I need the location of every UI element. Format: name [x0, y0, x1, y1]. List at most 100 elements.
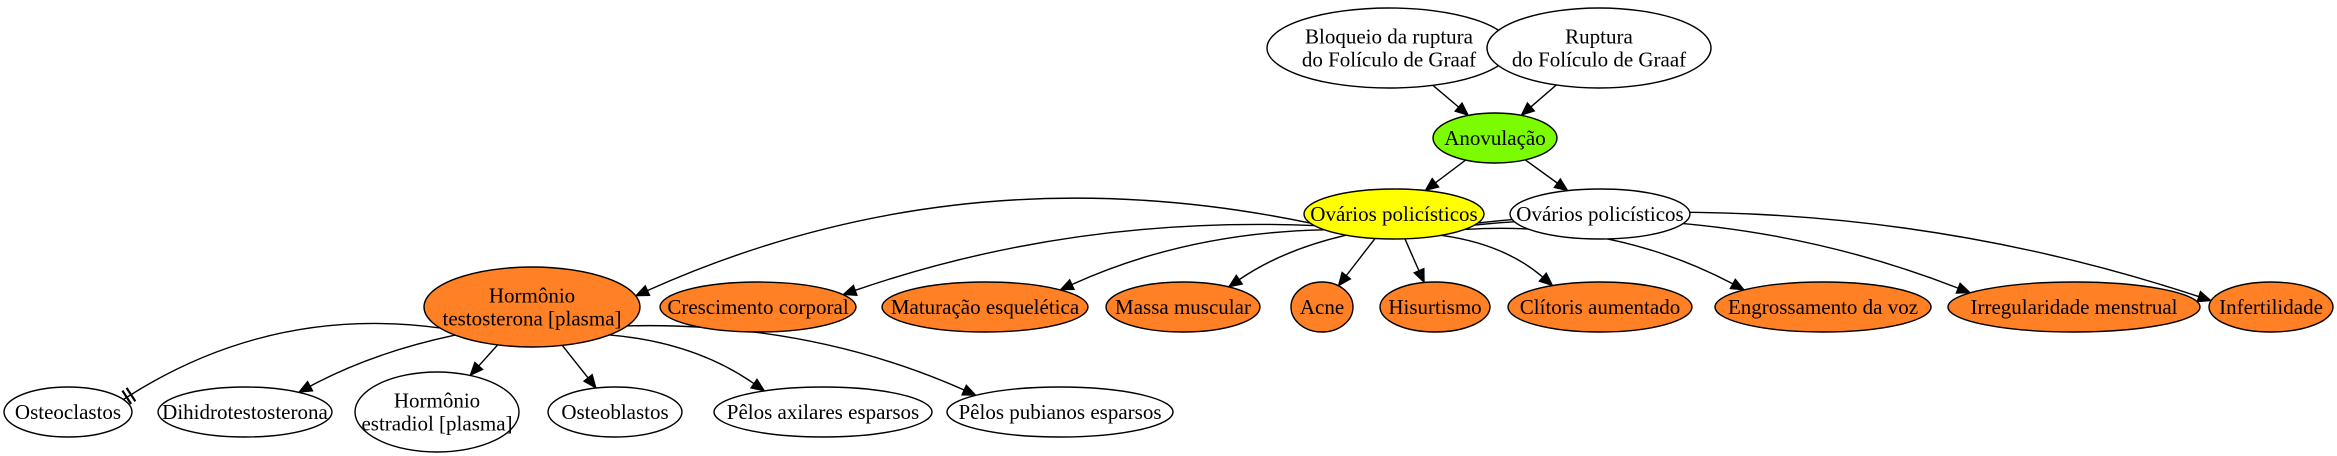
node-estradiol-label-line-1: estradiol [plasma] — [361, 412, 512, 436]
node-irregularidade-label-line-0: Irregularidade menstrual — [1971, 295, 2178, 319]
edge-bloqueio-to-anovulacao — [1432, 84, 1459, 108]
node-axilares-shape — [713, 386, 933, 438]
node-ruptura-label-line-0: Ruptura — [1565, 25, 1633, 49]
node-osteoclastos: Osteoclastos — [3, 386, 133, 438]
inhibition-mark-osteoclastos-1 — [125, 387, 137, 402]
node-infertilidade-shape — [2208, 281, 2334, 333]
arrowhead-estradiol — [469, 361, 484, 377]
node-pubianos-shape — [946, 386, 1174, 438]
node-acne-label-line-0: Acne — [1300, 295, 1344, 319]
node-crescimento: Crescimento corporal — [659, 281, 857, 333]
edge-anovulacao-to-ovarios_center — [1435, 159, 1467, 184]
edge-ovarios_center-to-acne — [1345, 237, 1376, 276]
node-anovulacao: Anovulação — [1432, 112, 1558, 164]
edge-ovarios_center-to-massa — [1239, 234, 1347, 281]
edge-testosterona-to-pubianos — [627, 324, 965, 391]
arrowhead-pubianos — [961, 384, 978, 396]
node-voz-shape — [1714, 281, 1932, 333]
node-osteoblastos-label-line-0: Osteoblastos — [561, 400, 668, 424]
edge-ovarios_center-to-crescimento — [855, 223, 1315, 291]
node-dihidro: Dihidrotestosterona — [157, 386, 333, 438]
arrowhead-acne — [1337, 271, 1352, 287]
arrowhead-osteoblastos — [582, 373, 597, 390]
node-ovarios_center: Ovários policísticos — [1303, 188, 1485, 240]
node-voz: Engrossamento da voz — [1714, 281, 1932, 333]
arrowhead-voz — [1729, 278, 1746, 291]
node-axilares-label-line-0: Pêlos axilares esparsos — [727, 400, 919, 424]
node-irregularidade: Irregularidade menstrual — [1947, 281, 2201, 333]
edge-testosterona-to-osteoblastos — [561, 344, 589, 379]
arrowhead-testosterona — [634, 284, 651, 297]
node-dihidro-shape — [157, 386, 333, 438]
node-hirsutismo: Hisurtismo — [1379, 281, 1491, 333]
edge-testosterona-to-estradiol — [478, 344, 499, 367]
arrowhead-hirsutismo — [1413, 267, 1425, 284]
node-anovulacao-shape — [1432, 112, 1558, 164]
node-crescimento-label-line-0: Crescimento corporal — [667, 295, 849, 319]
arrowhead-clitoris — [1538, 272, 1554, 287]
arrowhead-ovarios_center — [1424, 177, 1440, 192]
node-axilares: Pêlos axilares esparsos — [713, 386, 933, 438]
edge-testosterona-to-axilares — [609, 334, 755, 385]
edge-ovarios_center-to-clitoris — [1441, 234, 1544, 278]
node-irregularidade-shape — [1947, 281, 2201, 333]
edge-testosterona-to-dihidro — [309, 334, 456, 387]
node-ovarios_right-shape — [1509, 188, 1691, 240]
node-ruptura-shape — [1486, 7, 1712, 89]
node-infertilidade-label-line-0: Infertilidade — [2219, 295, 2323, 319]
node-testosterona-label-line-1: testosterona [plasma] — [442, 307, 621, 331]
edge-ovarios_center-to-testosterona — [647, 197, 1311, 292]
node-anovulacao-label-line-0: Anovulação — [1444, 126, 1545, 150]
node-estradiol-label-line-0: Hormônio — [394, 389, 480, 413]
node-ovarios_right-label-line-0: Ovários policísticos — [1516, 202, 1683, 226]
node-osteoblastos: Osteoblastos — [547, 386, 683, 438]
node-maturacao-shape — [881, 281, 1089, 333]
node-bloqueio-label-line-0: Bloqueio da ruptura — [1305, 25, 1474, 49]
arrowhead-anovulacao — [1454, 101, 1470, 117]
arrowhead-dihidro — [297, 380, 314, 393]
node-maturacao: Maturação esquelética — [881, 281, 1089, 333]
arrowhead-ovarios_right — [1553, 177, 1569, 192]
node-estradiol-shape — [354, 371, 520, 453]
inhibition-mark-osteoclastos-0 — [121, 390, 133, 405]
node-osteoclastos-label-line-0: Osteoclastos — [15, 400, 121, 424]
node-testosterona-shape — [423, 266, 641, 348]
edge-ruptura-to-anovulacao — [1530, 84, 1557, 108]
node-clitoris-shape — [1507, 281, 1693, 333]
node-ovarios_center-label-line-0: Ovários policísticos — [1310, 202, 1477, 226]
node-acne-shape — [1290, 281, 1354, 333]
node-dihidro-label-line-0: Dihidrotestosterona — [162, 400, 328, 424]
node-maturacao-label-line-0: Maturação esquelética — [891, 295, 1080, 319]
arrowhead-crescimento — [841, 284, 858, 297]
node-ovarios_right: Ovários policísticos — [1509, 188, 1691, 240]
node-voz-label-line-0: Engrossamento da voz — [1728, 295, 1918, 319]
edge-testosterona-to-osteoclastos — [123, 322, 440, 401]
edge-ovarios_center-to-maturacao — [1071, 229, 1325, 286]
node-hirsutismo-label-line-0: Hisurtismo — [1388, 295, 1481, 319]
node-ruptura-label-line-1: do Folículo de Graaf — [1512, 48, 1686, 72]
node-crescimento-shape — [659, 281, 857, 333]
node-massa: Massa muscular — [1105, 281, 1261, 333]
node-pubianos: Pêlos pubianos esparsos — [946, 386, 1174, 438]
arrowhead-maturacao — [1059, 278, 1076, 291]
node-ovarios_center-shape — [1303, 188, 1485, 240]
arrowhead-infertilidade — [2196, 290, 2213, 303]
edge-anovulacao-to-ovarios_right — [1524, 159, 1558, 184]
node-hirsutismo-shape — [1379, 281, 1491, 333]
arrowhead-irregularidade — [1955, 282, 1972, 294]
node-pubianos-label-line-0: Pêlos pubianos esparsos — [959, 400, 1162, 424]
node-clitoris: Clítoris aumentado — [1507, 281, 1693, 333]
node-bloqueio-label-line-1: do Folículo de Graaf — [1302, 48, 1476, 72]
node-clitoris-label-line-0: Clítoris aumentado — [1520, 295, 1680, 319]
arrowhead-massa — [1227, 274, 1244, 288]
edges-layer — [121, 84, 2213, 405]
arrowhead-anovulacao — [1520, 101, 1536, 117]
node-infertilidade: Infertilidade — [2208, 281, 2334, 333]
node-testosterona-label-line-0: Hormônio — [489, 284, 575, 308]
